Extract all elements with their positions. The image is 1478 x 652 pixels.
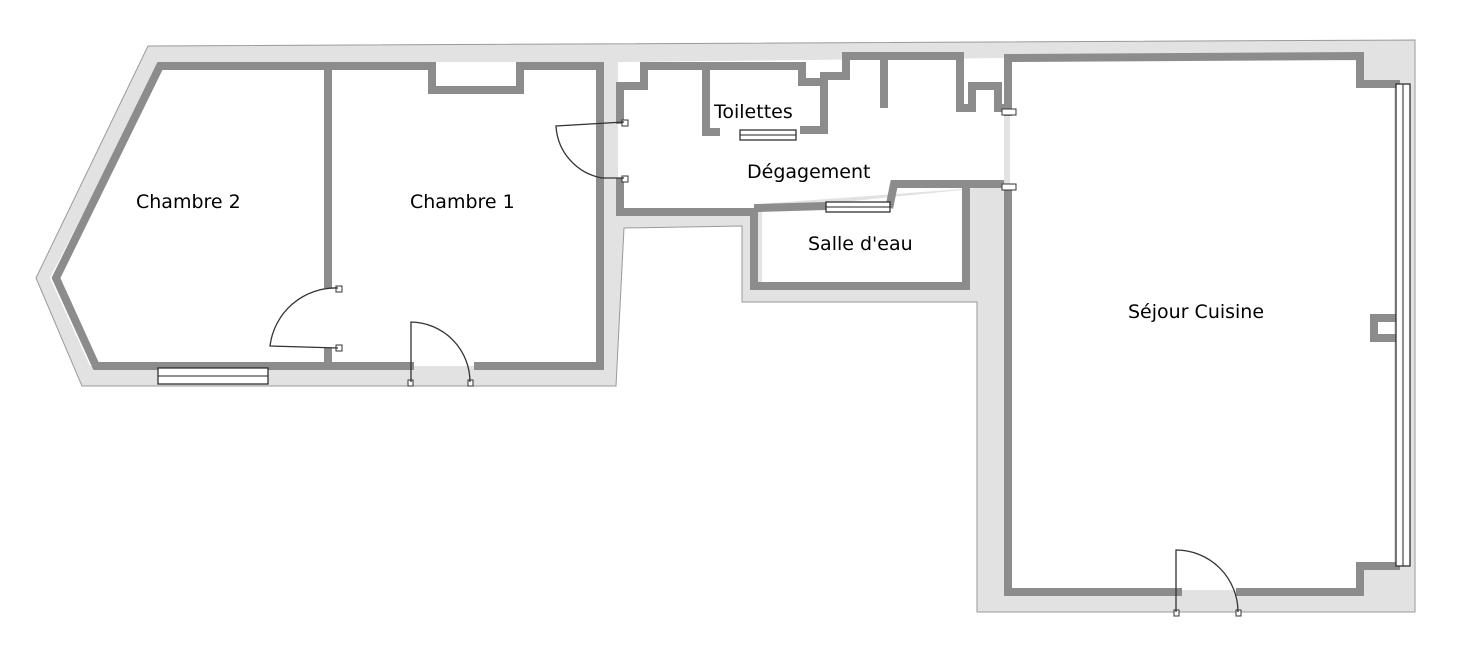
label-chambre-1: Chambre 1 [410, 191, 515, 213]
floor-salle-eau [762, 190, 962, 282]
label-degagement: Dégagement [747, 161, 870, 183]
wall-corridor-left-lower [616, 178, 970, 290]
wall-toilettes [702, 62, 828, 134]
label-toilettes: Toilettes [713, 101, 793, 123]
door-stop-corridor-top [621, 119, 629, 127]
wall-sejour [1004, 51, 1400, 116]
wall-salle-eau-top-right [885, 180, 1004, 209]
door-stop-corridor-bottom [621, 175, 629, 183]
wall-sejour-left [1004, 184, 1182, 596]
label-salle-d-eau: Salle d'eau [808, 233, 913, 255]
floor-sejour [1010, 54, 1394, 590]
wall-sejour-bottom [1236, 562, 1400, 596]
wall-corridor-top [820, 52, 1008, 112]
door-stop-bedroom-upper [335, 285, 343, 293]
wall-chambre1-top [324, 62, 604, 370]
label-chambre-2: Chambre 2 [136, 191, 241, 213]
wall-corridor-left [616, 62, 720, 136]
door-corridor-chambre1 [555, 121, 625, 179]
label-sejour-cuisine: Séjour Cuisine [1128, 301, 1264, 323]
wall-chambre2 [51, 62, 330, 370]
door-stop-sejour-top [1001, 108, 1017, 116]
door-entry-chambre1 [410, 321, 471, 383]
wall-sejour-notch [1370, 314, 1400, 342]
wall-salle-eau-top [753, 201, 831, 213]
door-chambre2-chambre1 [269, 287, 339, 349]
door-stop-sejour-lower [1001, 183, 1017, 191]
door-entry-sejour [1175, 549, 1239, 613]
